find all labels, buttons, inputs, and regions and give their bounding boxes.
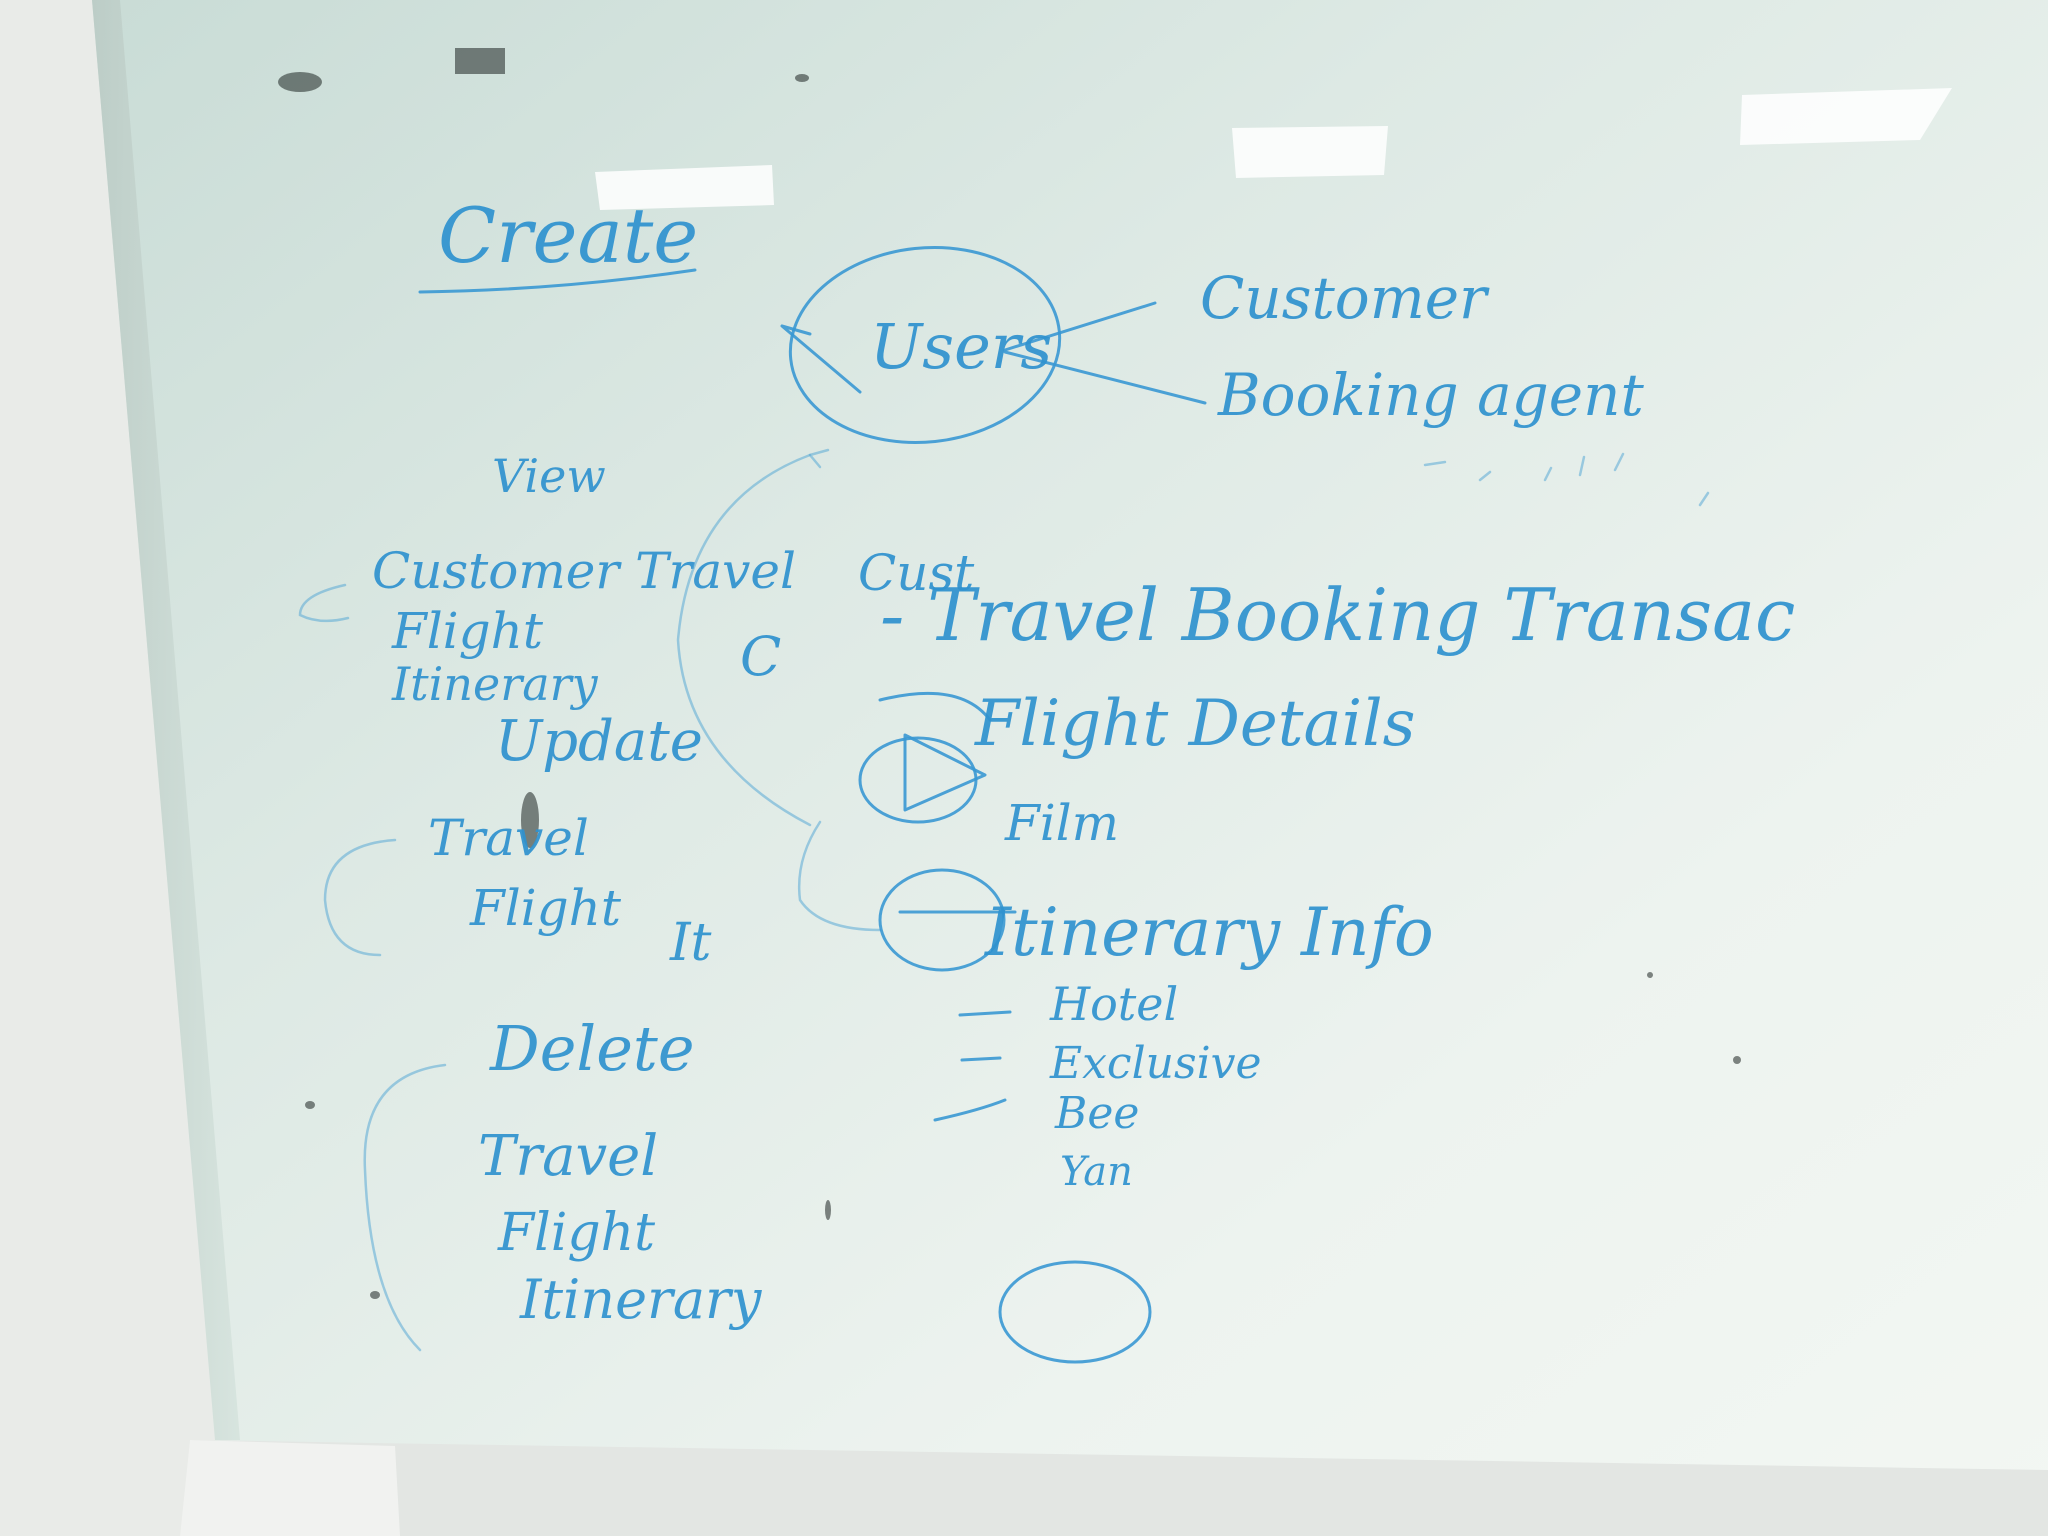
view-label: View	[492, 449, 606, 503]
itinerary-info: Itinerary Info	[984, 894, 1434, 971]
heading-underline	[418, 268, 697, 294]
delete-item-flight: Flight	[497, 1203, 655, 1263]
itinerary-item-hotel: Hotel	[1049, 977, 1178, 1031]
glass-board-surface	[92, 0, 2048, 1536]
flow-arc	[676, 453, 812, 827]
board-edge	[92, 0, 240, 1440]
users-arrow-in	[780, 324, 862, 394]
view-item-customer-travel: Customer Travel	[372, 542, 796, 600]
view-item-flight: Flight	[391, 602, 544, 660]
users-to-customer-line	[1003, 301, 1157, 352]
users-to-agent-line	[1003, 350, 1207, 405]
travel-booking-transaction: - Travel Booking Transac	[880, 573, 1795, 657]
delete-bracket	[363, 1063, 447, 1352]
heading-create: Create	[438, 191, 698, 280]
delete-item-travel: Travel	[478, 1124, 658, 1189]
light-reflection	[595, 88, 1952, 210]
user-type-customer: Customer	[1200, 264, 1490, 332]
cust-label: Cust	[858, 544, 975, 602]
flight-play-marker	[878, 691, 992, 812]
delete-item-itinerary: Itinerary	[519, 1268, 763, 1331]
flight-play-circle	[858, 736, 978, 824]
smudges	[278, 48, 1741, 1299]
film-label: Film	[1004, 794, 1119, 852]
board-tray	[180, 1440, 2048, 1536]
itinerary-dashes	[933, 1010, 1012, 1122]
update-label: Update	[495, 709, 703, 774]
user-type-booking-agent: Booking agent	[1217, 361, 1644, 429]
view-item-itinerary: Itinerary	[391, 657, 599, 711]
stray-c-mark: C	[740, 625, 781, 688]
flow-arrowhead	[808, 448, 830, 469]
itinerary-connector	[797, 820, 882, 932]
itinerary-item-yan: Yan	[1060, 1149, 1133, 1195]
delete-label: Delete	[489, 1012, 695, 1085]
update-item-flight: Flight	[469, 879, 622, 937]
users-label: Users	[870, 310, 1052, 383]
scribble-marks	[1423, 452, 1710, 507]
update-item-it: It	[669, 913, 712, 973]
empty-circle	[998, 1260, 1152, 1364]
view-bracket	[298, 583, 350, 623]
users-circle	[788, 246, 1062, 444]
flight-details: Flight Details	[974, 687, 1415, 761]
update-bracket	[323, 838, 397, 957]
update-item-travel: Travel	[428, 809, 589, 867]
itinerary-item-bee: Bee	[1054, 1088, 1139, 1139]
itinerary-item-exclusive: Exclusive	[1049, 1038, 1262, 1089]
itinerary-circle	[878, 868, 1006, 972]
